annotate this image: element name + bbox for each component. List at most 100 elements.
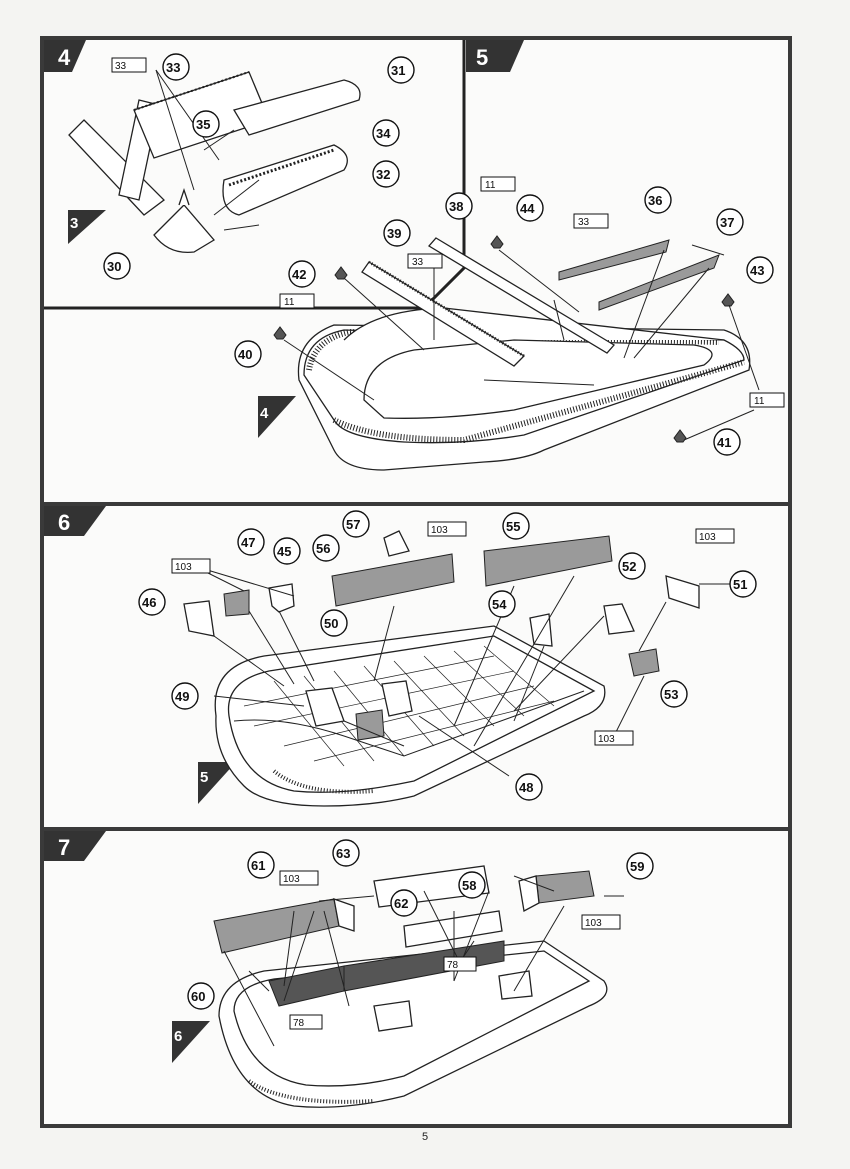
svg-text:38: 38: [449, 199, 463, 214]
step-4-inset-border: [44, 40, 466, 310]
step-7-hull: [218, 940, 608, 1108]
callout-59: 59: [626, 852, 654, 880]
step-4-5-drawing: 4 5 3 4: [44, 40, 785, 471]
paint-label-103-b: 103: [171, 558, 211, 574]
svg-text:56: 56: [316, 541, 330, 556]
step-6-leader-lines: [193, 565, 730, 777]
callout-42: 42: [288, 260, 316, 288]
svg-text:103: 103: [585, 918, 602, 929]
panel-step-7: 7 6: [44, 827, 788, 1124]
step-6-number: 6: [58, 510, 70, 535]
svg-text:62: 62: [394, 896, 408, 911]
callout-46: 46: [138, 588, 166, 616]
callout-58: 58: [458, 871, 486, 899]
step-5-leader-lines: [283, 244, 760, 441]
svg-text:103: 103: [175, 562, 192, 573]
paint-label-103-a: 103: [427, 521, 467, 537]
callout-32: 32: [372, 160, 400, 188]
callout-56: 56: [312, 534, 340, 562]
panel-step-4-5: 4 5 3 4: [44, 40, 788, 502]
svg-text:50: 50: [324, 616, 338, 631]
paint-label-103-f: 103: [581, 914, 621, 930]
ref-step-5-marker: [198, 762, 236, 804]
callout-35: 35: [192, 110, 220, 138]
instruction-sheet: 4 5 3 4: [40, 36, 792, 1128]
svg-text:32: 32: [376, 167, 390, 182]
paint-label-11-c: 11: [749, 392, 785, 408]
step-4-paint-labels: 33: [111, 57, 147, 73]
svg-text:42: 42: [292, 267, 306, 282]
step-7-callouts: 58 59 60 61 62 63: [187, 839, 654, 1010]
callout-49: 49: [171, 682, 199, 710]
callout-41: 41: [713, 428, 741, 456]
paint-label-33-a: 33: [573, 213, 609, 229]
svg-text:36: 36: [648, 193, 662, 208]
svg-text:59: 59: [630, 859, 644, 874]
ref-step-3-marker: [68, 210, 106, 244]
step-5-hull: [297, 307, 751, 471]
svg-text:78: 78: [447, 960, 459, 971]
callout-61: 61: [247, 851, 275, 879]
svg-text:49: 49: [175, 689, 189, 704]
callout-60: 60: [187, 982, 215, 1010]
ref-step-6-number: 6: [174, 1028, 182, 1045]
callout-31: 31: [387, 56, 415, 84]
callout-48: 48: [515, 773, 543, 801]
paint-label-103-d: 103: [594, 730, 634, 746]
step-4-parts: [68, 71, 361, 254]
callout-40: 40: [234, 340, 262, 368]
paint-label-103-e: 103: [279, 870, 319, 886]
ref-step-4-number: 4: [260, 405, 269, 422]
step-4-callouts: 30 31 32 33 34 35: [103, 53, 415, 280]
callout-51: 51: [729, 570, 757, 598]
paint-label-11-a: 11: [480, 176, 516, 192]
callout-52: 52: [618, 552, 646, 580]
callout-37: 37: [716, 208, 744, 236]
svg-text:58: 58: [462, 878, 476, 893]
svg-text:44: 44: [520, 201, 535, 216]
panel-step-6: 6 5: [44, 502, 788, 827]
callout-62: 62: [390, 889, 418, 917]
callout-45: 45: [273, 537, 301, 565]
step-7-drawing: 7 6: [44, 831, 654, 1108]
step-7-number: 7: [58, 835, 70, 860]
ref-step-3-number: 3: [70, 215, 78, 232]
paint-label-33-b: 33: [407, 253, 443, 269]
svg-text:53: 53: [664, 687, 678, 702]
svg-text:46: 46: [142, 595, 156, 610]
callout-50: 50: [320, 609, 348, 637]
svg-text:37: 37: [720, 215, 734, 230]
paint-label-103-c: 103: [695, 528, 735, 544]
step-6-marker: [44, 506, 106, 536]
svg-text:47: 47: [241, 535, 255, 550]
svg-text:39: 39: [387, 226, 401, 241]
svg-text:48: 48: [519, 780, 533, 795]
svg-text:35: 35: [196, 117, 210, 132]
step-6-hull: [214, 625, 606, 807]
svg-text:45: 45: [277, 544, 291, 559]
svg-text:103: 103: [431, 525, 448, 536]
callout-55: 55: [502, 512, 530, 540]
step-6-paint-labels: 103 103 103 103: [171, 521, 735, 746]
svg-text:11: 11: [485, 180, 496, 191]
svg-text:33: 33: [412, 257, 424, 268]
svg-text:43: 43: [750, 263, 764, 278]
svg-text:34: 34: [376, 126, 391, 141]
ref-step-6-marker: [172, 1021, 210, 1063]
svg-text:40: 40: [238, 347, 252, 362]
step-7-paint-labels: 103 103 78 78: [279, 870, 621, 1030]
svg-text:33: 33: [115, 61, 127, 72]
paint-label-78-a: 78: [443, 956, 477, 972]
step-4-number: 4: [58, 45, 71, 70]
step-6-callouts: 45 46 47 48 49 50 51 52 53 54 55 56 57: [138, 510, 757, 801]
svg-text:61: 61: [251, 858, 265, 873]
svg-text:41: 41: [717, 435, 731, 450]
ref-step-5-number: 5: [200, 769, 208, 786]
paint-label-78-b: 78: [289, 1014, 323, 1030]
svg-text:51: 51: [733, 577, 747, 592]
svg-text:57: 57: [346, 517, 360, 532]
svg-text:54: 54: [492, 597, 507, 612]
svg-text:31: 31: [391, 63, 405, 78]
svg-text:30: 30: [107, 259, 121, 274]
callout-33: 33: [162, 53, 190, 81]
